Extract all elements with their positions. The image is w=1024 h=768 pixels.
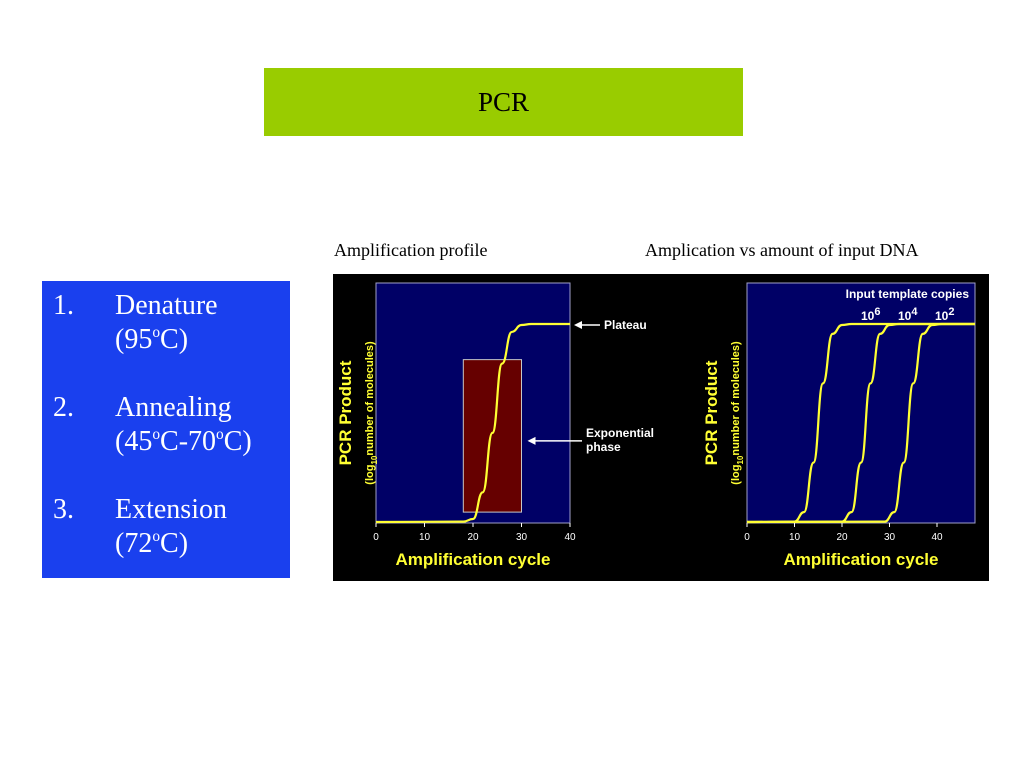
caption-amplification-vs-input: Amplication vs amount of input DNA [645,240,919,260]
step-number: 3. [53,494,74,525]
step-name: Denature [115,290,218,321]
slide-title: PCR [264,68,743,136]
exponential-phase-label: Exponential [586,426,654,440]
slide-title-text: PCR [477,86,530,117]
exponential-phase-box [462,359,523,513]
legend-copies-exp: 4 [911,306,918,318]
step-temp-post: C) [160,324,189,355]
y-axis-subtitle: (log10number of molecules) [364,341,379,485]
amplification-curve [746,322,975,524]
legend-copies-label: 104 [898,306,918,323]
y-axis-title: PCR Product [336,360,355,465]
x-tick-label: 40 [564,532,576,543]
plateau-label: Plateau [604,318,647,332]
legend-copies-base: 10 [861,309,875,323]
x-tick-label: 0 [373,532,379,543]
step-text: Extension (72oC) [115,493,290,561]
step-number: 2. [53,392,74,423]
x-tick-label: 10 [419,532,431,543]
x-axis-title: Amplification cycle [396,550,551,569]
legend-copies-exp: 2 [948,306,954,318]
step-temp-post: C) [160,528,189,559]
step-number: 1. [53,290,74,321]
step-text: Denature (95oC) [115,289,290,357]
amplification-curve [375,322,570,524]
step-temp-pre: (45 [115,426,153,457]
legend-copies-base: 10 [935,309,949,323]
degree-mark: o [152,324,161,342]
step-extension: 3. Extension (72oC) [42,493,290,561]
step-temp-pre: (95 [115,324,153,355]
x-tick-label: 30 [884,532,896,543]
y-axis-subtitle-rest: number of molecules) [730,341,742,456]
degree-mark: o [216,426,224,444]
step-text: Annealing (45oC-70oC) [115,391,290,459]
exponential-arrowhead [527,436,536,445]
y-axis-subtitle-base: 10 [370,455,379,464]
legend-copies-exp: 6 [874,306,880,318]
plateau-arrowhead [574,321,582,329]
y-axis-title: PCR Product [702,360,721,465]
y-axis-subtitle-rest: number of molecules) [364,341,376,456]
step-denature: 1. Denature (95oC) [42,289,290,357]
legend-copies-base: 10 [898,309,912,323]
x-axis-title: Amplification cycle [784,550,939,569]
x-tick-label: 40 [931,532,943,543]
y-axis-subtitle-log: (log [364,465,376,485]
x-tick-label: 10 [789,532,801,543]
x-tick-label: 30 [516,532,528,543]
x-tick-label: 0 [744,532,750,543]
amplification-curve [746,322,975,524]
step-temp-post: C) [223,426,252,457]
step-name: Extension [115,494,227,525]
x-tick-label: 20 [836,532,848,543]
caption-amplification-profile: Amplification profile [334,240,488,260]
y-axis-subtitle-base: 10 [736,455,745,464]
y-axis-subtitle-log: (log [730,465,742,485]
step-temp-mid: C-70 [160,426,217,457]
degree-mark: o [152,426,161,444]
step-annealing: 2. Annealing (45oC-70oC) [42,391,290,459]
y-axis-subtitle: (log10number of molecules) [730,341,745,485]
x-tick-label: 20 [467,532,479,543]
step-name: Annealing [115,392,232,423]
degree-mark: o [152,528,161,546]
exponential-phase-label: phase [586,440,621,454]
pcr-steps-list: 1. Denature (95oC) 2. Annealing (45oC-70… [42,281,290,578]
legend-copies-label: 106 [861,306,880,323]
legend-title: Input template copies [846,287,970,301]
legend-copies-label: 102 [935,306,954,323]
step-temp-pre: (72 [115,528,153,559]
